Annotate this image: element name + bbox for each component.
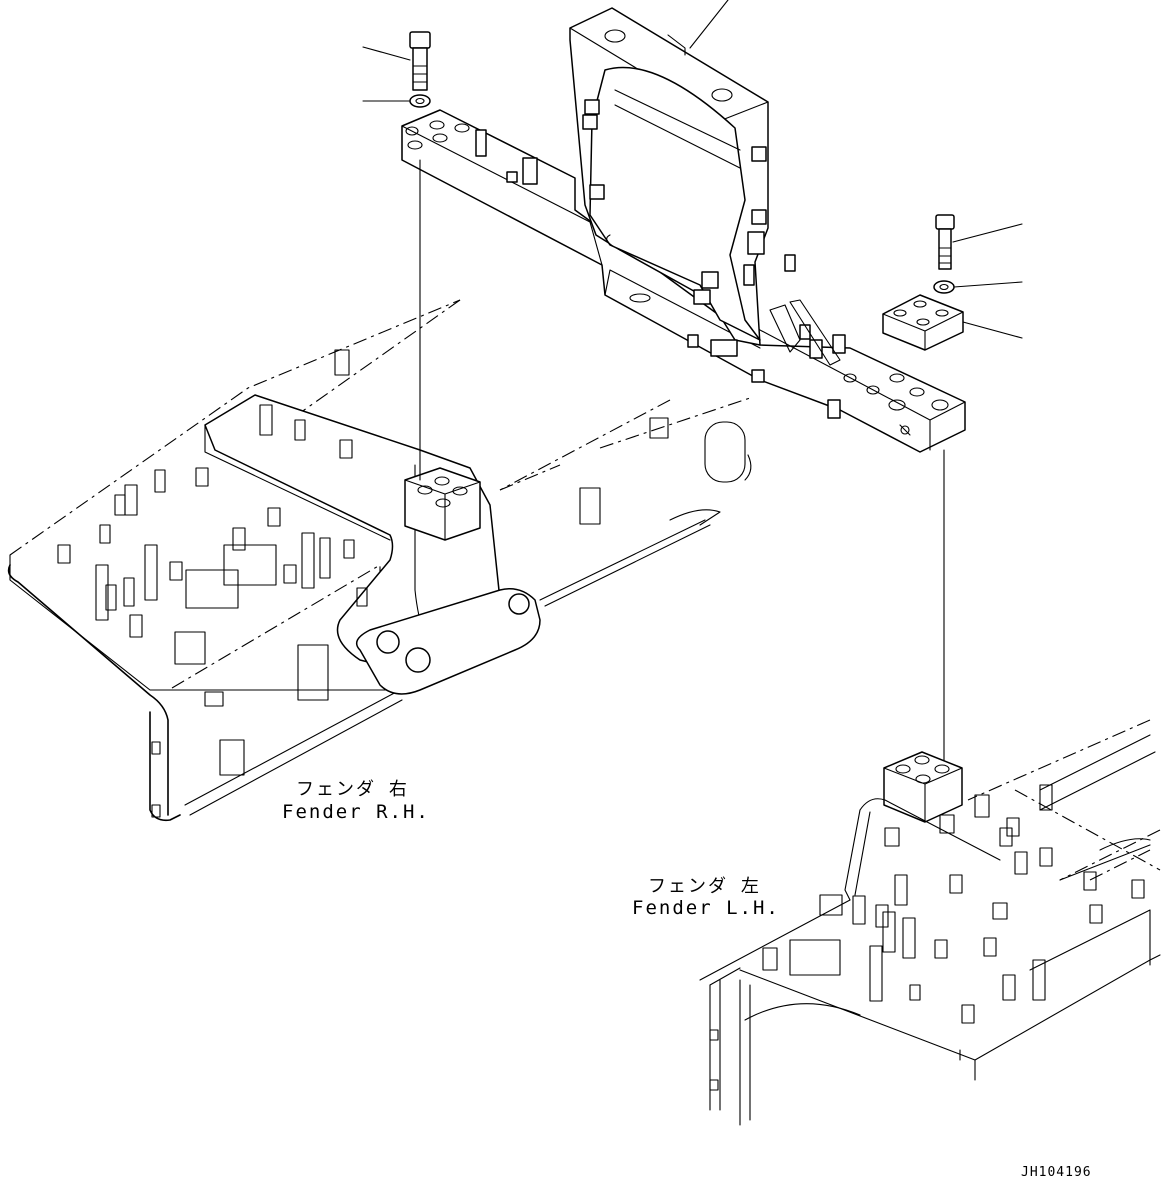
bolt-left xyxy=(935,214,955,270)
bolt-right xyxy=(409,31,431,91)
assembly-guides xyxy=(419,159,945,771)
drawing-code: JH104196 xyxy=(1021,1165,1092,1180)
fender-rh-label-en: Fender R.H. xyxy=(282,801,430,823)
fender-lh-label-jp: フェンダ 左 xyxy=(648,876,761,897)
callout-lines xyxy=(362,0,1023,339)
fender-lh-label-en: Fender L.H. xyxy=(632,897,780,919)
spacer-block xyxy=(882,294,964,351)
washer-right xyxy=(409,94,431,108)
fender-rh-label-jp: フェンダ 右 xyxy=(296,779,409,800)
main-frame xyxy=(401,7,966,453)
fender-rh xyxy=(7,299,752,822)
fender-lh xyxy=(699,719,1161,1126)
washer-left xyxy=(933,280,955,294)
